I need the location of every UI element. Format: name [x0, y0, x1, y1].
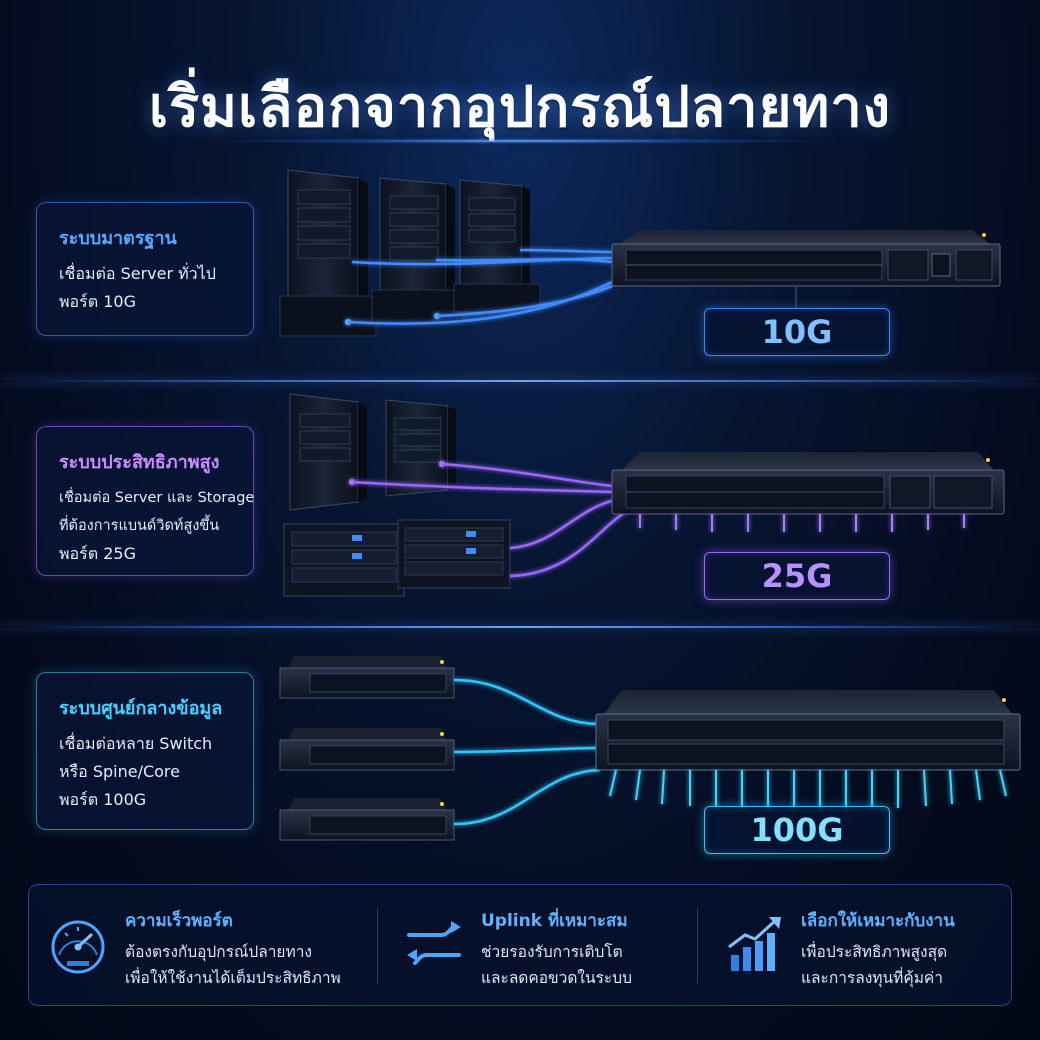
server-tower-icon: [453, 179, 541, 313]
storage-array-icon: [283, 523, 405, 597]
footer-divider: [697, 907, 698, 983]
footer-item-line: เพื่อให้ใช้งานได้เต็มประสิทธิภาพ: [125, 969, 341, 987]
tier-line: เชื่อมต่อหลาย Switch: [59, 734, 213, 753]
tier-line: เชื่อมต่อ Server และ Storage: [59, 490, 255, 506]
footer-item-title: เลือกให้เหมาะกับงาน: [801, 911, 955, 931]
footer-item-line: ต้องตรงกับอุปกรณ์ปลายทาง: [125, 943, 312, 961]
leaf-switch-icon: [279, 656, 455, 699]
port-light-beams: [639, 514, 965, 532]
title-glow: [220, 138, 820, 144]
tier-card-100g: ระบบศูนย์กลางข้อมูล เชื่อมต่อหลาย Switch…: [36, 672, 254, 830]
swap-arrows-icon: [407, 921, 461, 965]
server-tower-icon: [371, 177, 463, 325]
network-cable: [347, 248, 613, 325]
tier-line: ที่ต้องการแบนด์วิดท์สูงขึ้น: [59, 518, 220, 534]
footer-item-line: และการลงทุนที่คุ้มค่า: [801, 969, 943, 987]
footer-item-line: เพื่อประสิทธิภาพสูงสุด: [801, 943, 948, 961]
tier-line: พอร์ต 10G: [59, 292, 136, 311]
footer-item-line: และลดคอขวดในระบบ: [481, 969, 632, 987]
switch-25g-icon: [611, 452, 1005, 515]
footer-item-fit-workload: เลือกให้เหมาะกับงาน เพื่อประสิทธิภาพสูงส…: [705, 885, 1005, 1005]
network-cable: [453, 678, 601, 826]
tier-title: ระบบประสิทธิภาพสูง: [59, 452, 220, 473]
footer-item-title: ความเร็วพอร์ต: [125, 911, 233, 931]
switch-100g-icon: [595, 690, 1021, 771]
tier-title: ระบบมาตรฐาน: [59, 228, 177, 249]
port-light-beams: [609, 769, 1007, 808]
server-tower-icon: [279, 169, 377, 337]
section-divider: [0, 626, 1040, 628]
server-tower-icon: [385, 399, 456, 497]
tier-line: หรือ Spine/Core: [59, 762, 180, 781]
tier-title: ระบบศูนย์กลางข้อมูล: [59, 698, 223, 719]
tier-line: เชื่อมต่อ Server ทั่วไป: [59, 264, 216, 283]
footer-item-port-speed: ความเร็วพอร์ต ต้องตรงกับอุปกรณ์ปลายทาง เ…: [29, 885, 359, 1005]
tier-card-10g: ระบบมาตรฐาน เชื่อมต่อ Server ทั่วไป พอร์…: [36, 202, 254, 336]
speedometer-icon: [51, 920, 105, 974]
speed-badge-10g: 10G: [704, 308, 890, 356]
section-divider: [0, 380, 1040, 382]
switch-10g-icon: [611, 230, 1001, 308]
tier-line: พอร์ต 25G: [59, 544, 136, 563]
footer-item-line: ช่วยรองรับการเติบโต: [481, 943, 623, 961]
leaf-switch-icon: [279, 798, 455, 841]
footer-item-uplink: Uplink ที่เหมาะสม ช่วยรองรับการเติบโต แล…: [385, 885, 695, 1005]
footer-panel: ความเร็วพอร์ต ต้องตรงกับอุปกรณ์ปลายทาง เ…: [28, 884, 1012, 1006]
speed-badge-25g: 25G: [704, 552, 890, 600]
leaf-switch-icon: [279, 728, 455, 771]
tier-line: พอร์ต 100G: [59, 790, 147, 809]
growth-chart-icon: [728, 917, 781, 971]
page-title: เริ่มเลือกจากอุปกรณ์ปลายทาง: [148, 75, 892, 140]
speed-badge-100g: 100G: [704, 806, 890, 854]
footer-item-title: Uplink ที่เหมาะสม: [481, 911, 628, 931]
storage-array-icon: [397, 519, 511, 589]
footer-divider: [377, 907, 378, 983]
tier-card-25g: ระบบประสิทธิภาพสูง เชื่อมต่อ Server และ …: [36, 426, 254, 576]
server-tower-icon: [289, 393, 367, 511]
